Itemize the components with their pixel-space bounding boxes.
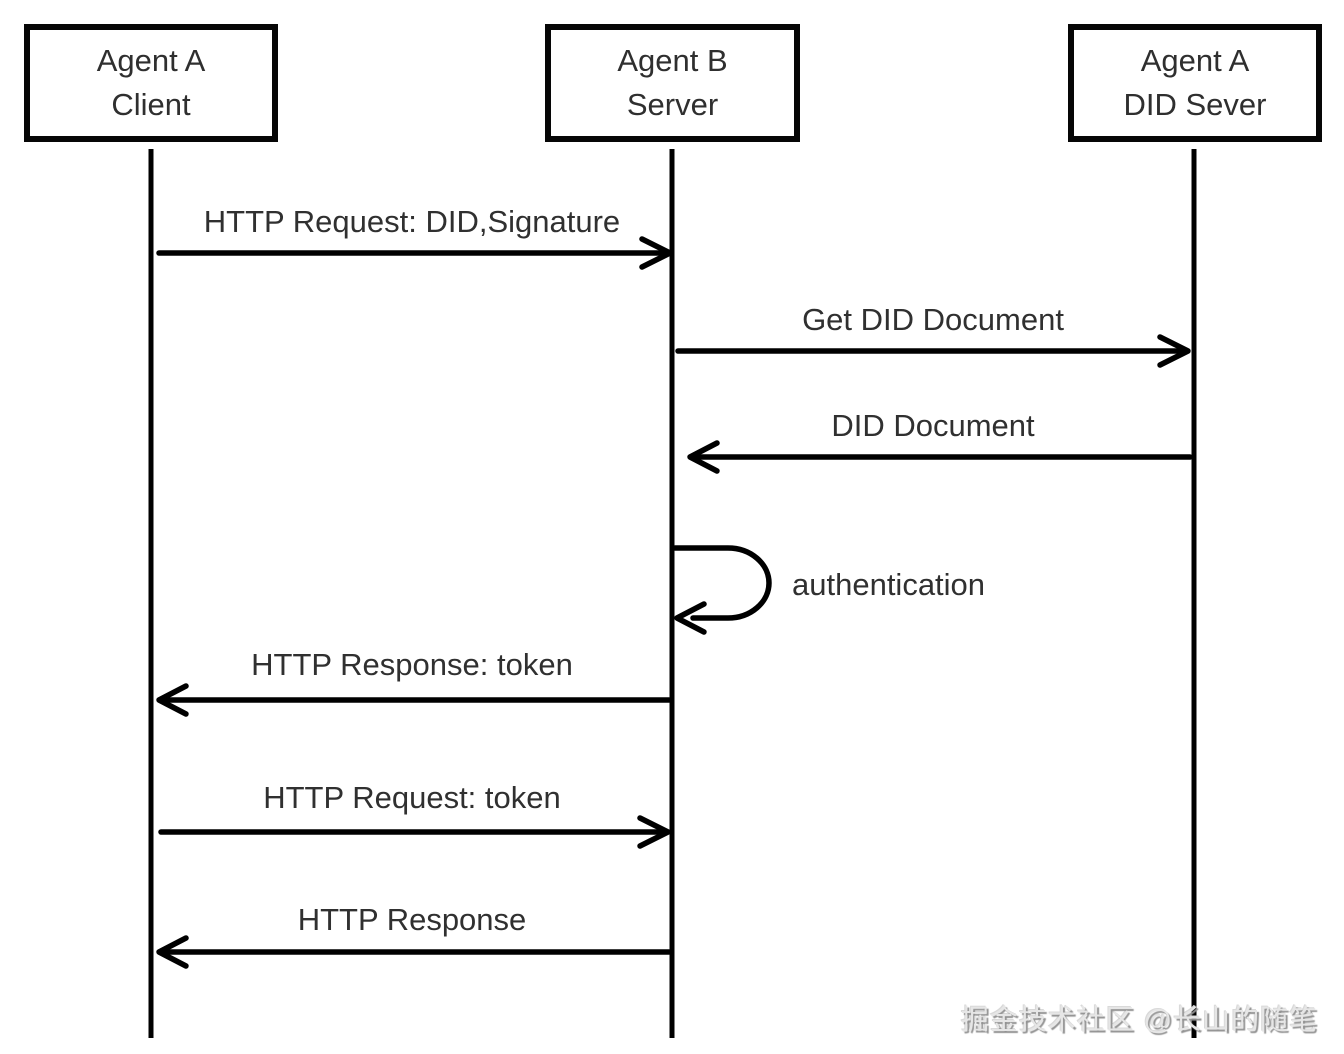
message-label-http-request-did-signature: HTTP Request: DID,Signature	[203, 204, 621, 239]
message-label-http-response: HTTP Response	[297, 902, 527, 937]
arrow-http-response	[156, 935, 672, 969]
participant-label-line1: Agent B	[617, 43, 728, 78]
message-label-get-did-document: Get DID Document	[802, 302, 1064, 337]
message-label-authentication: authentication	[792, 567, 986, 602]
arrow-http-response-token	[156, 683, 672, 717]
arrow-authentication-self-loop	[672, 545, 772, 635]
watermark-text: 掘金技术社区 @长山的随笔	[960, 1004, 1318, 1035]
participant-label-line2: DID Sever	[1123, 87, 1267, 122]
arrow-http-request-did-signature	[156, 236, 673, 270]
participant-label-line2: Client	[111, 87, 191, 122]
participant-label-line1: Agent A	[96, 43, 206, 78]
message-label-http-response-token: HTTP Response: token	[251, 647, 573, 682]
participant-label-line1: Agent A	[1140, 43, 1250, 78]
participant-agent-b-server: Agent B Server	[545, 24, 800, 142]
arrow-http-request-token	[158, 815, 671, 849]
message-label-http-request-token: HTTP Request: token	[263, 780, 561, 815]
participant-label-line2: Server	[626, 87, 719, 122]
participant-agent-a-client: Agent A Client	[24, 24, 278, 142]
arrow-did-document	[687, 440, 1193, 474]
participant-agent-a-did-sever: Agent A DID Sever	[1068, 24, 1322, 142]
message-label-did-document: DID Document	[831, 408, 1035, 443]
arrow-get-did-document	[675, 334, 1191, 368]
